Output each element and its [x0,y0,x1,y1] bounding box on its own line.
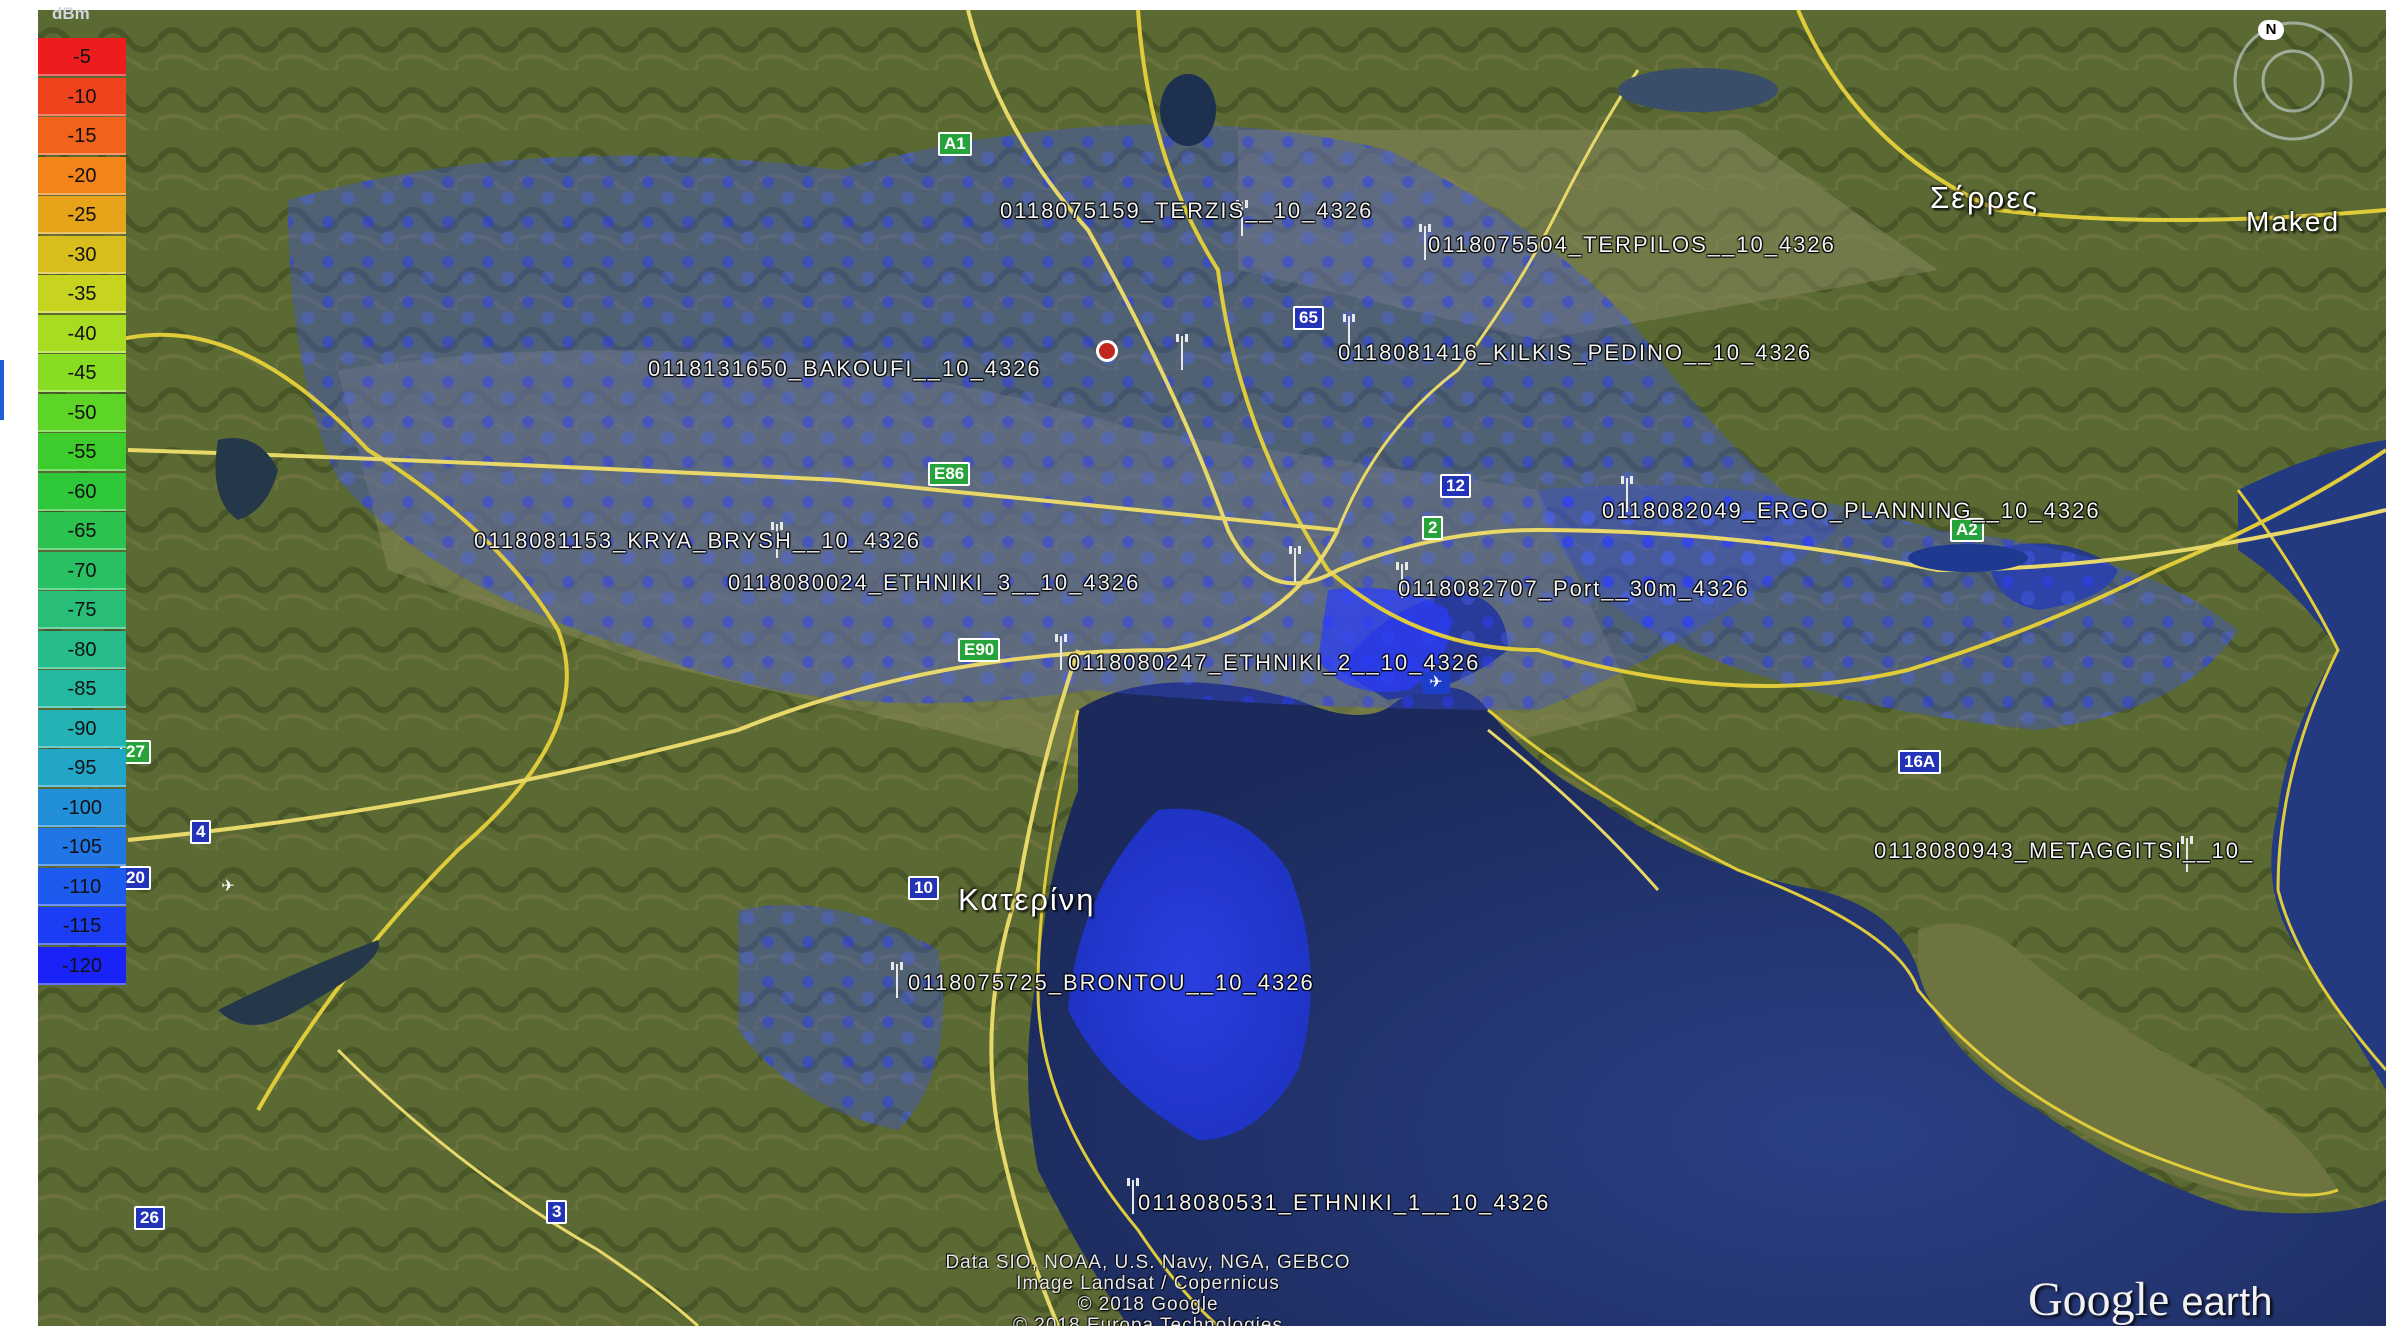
legend-unit: dBm [52,4,90,23]
road-shield-4: 4 [190,820,212,844]
legend-swatch: -50 [38,393,126,432]
antenna-icon[interactable] [1052,630,1070,670]
antenna-icon[interactable] [1173,330,1191,370]
site-label[interactable]: 0118080024_ETHNIKI_3__10_4326 [728,570,1141,595]
site-label[interactable]: 0118082707_Port__30m_4326 [1398,576,1750,601]
site-label[interactable]: 0118131650_BAKOUFI__10_4326 [648,356,1042,381]
attribution-line: Image Landsat / Copernicus [1016,1273,1280,1294]
place-label-serres: Σέρρες [1930,180,2040,215]
legend-swatch: -25 [38,196,126,234]
legend-swatch: -105 [38,828,126,866]
legend-swatch: -80 [38,630,126,669]
legend-swatch: -85 [38,670,126,708]
sidebar-edge [0,360,4,420]
legend-swatch: -100 [38,788,126,827]
antenna-icon[interactable] [2178,832,2196,872]
legend-swatch: -55 [38,433,126,471]
antenna-icon[interactable] [1618,472,1636,512]
satellite-imagery [38,10,2386,1326]
road-shield-16a: 16A [1898,750,1942,774]
legend-swatch: -15 [38,117,126,155]
site-label[interactable]: 0118080943_METAGGITSI__10_ [1874,838,2255,863]
antenna-icon[interactable] [1286,542,1304,582]
antenna-icon[interactable] [1393,558,1411,598]
legend-swatch: -120 [38,946,126,985]
map-view[interactable]: ✈ ✈ A1 65 E86 12 2 A2 E90 16A 27 4 20 10… [38,10,2386,1326]
antenna-icon[interactable] [1233,196,1251,236]
legend-swatch: -70 [38,551,126,590]
signal-legend: dBm -5-10-15-20-25-30-35-40-45-50-55-60-… [38,0,126,1000]
legend-swatch: -10 [38,77,126,116]
legend-swatch: -45 [38,354,126,392]
site-label[interactable]: 0118080531_ETHNIKI_1__10_4326 [1138,1190,1551,1215]
place-label-katerini: Κατερίνη [958,882,1096,917]
legend-swatch: -65 [38,512,126,550]
road-shield-12: 12 [1440,474,1471,498]
legend-swatch: -5 [38,38,126,76]
road-shield-10: 10 [908,876,939,900]
legend-swatch: -30 [38,235,126,274]
antenna-icon[interactable] [1416,220,1434,260]
airport-icon: ✈ [221,878,235,895]
navigation-control-icon[interactable] [2228,16,2358,146]
road-shield-e90: E90 [958,638,1001,662]
road-shield-2: 2 [1422,516,1444,540]
antenna-icon[interactable] [888,958,906,998]
antenna-icon[interactable] [1124,1174,1142,1214]
airport-icon: ✈ [1422,672,1450,694]
place-label-makedonia: Maked [2246,206,2341,237]
road-shield-65: 65 [1293,306,1324,330]
legend-swatch: -60 [38,472,126,511]
legend-swatch: -115 [38,907,126,945]
map-attribution: Data SIO, NOAA, U.S. Navy, NGA, GEBCO Im… [938,1252,1358,1326]
brand-name: Google [2028,1273,2170,1326]
site-label[interactable]: 0118082049_ERGO_PLANNING__10_4326 [1602,498,2101,523]
site-label[interactable]: 0118075159_TERZIS__10_4326 [1000,198,1374,223]
legend-swatch: -95 [38,749,126,787]
antenna-icon[interactable] [1340,310,1358,350]
legend-swatch: -110 [38,867,126,906]
site-label[interactable]: 0118075725_BRONTOU__10_4326 [908,970,1315,995]
site-label[interactable]: 0118081153_KRYA_BRYSH__10_4326 [474,528,921,553]
site-label[interactable]: 0118080247_ETHNIKI_2__10_4326 [1068,650,1481,675]
legend-swatch: -20 [38,156,126,195]
attribution-line: Data SIO, NOAA, U.S. Navy, NGA, GEBCO [945,1252,1351,1273]
road-shield-26: 26 [134,1206,165,1230]
google-earth-logo: Google earth [2028,1272,2272,1326]
road-shield-3: 3 [546,1200,568,1224]
road-shield-e86: E86 [928,462,971,486]
site-label[interactable]: 0118081416_KILKIS_PEDINO__10_4326 [1338,340,1813,365]
attribution-line: © 2018 Europa Technologies [1013,1315,1283,1326]
attribution-line: © 2018 Google [1077,1294,1219,1315]
site-label[interactable]: 0118075504_TERPILOS__10_4326 [1428,232,1836,257]
legend-swatch: -35 [38,275,126,313]
road-shield-a1: A1 [938,132,972,156]
brand-suffix: earth [2181,1280,2273,1324]
north-indicator[interactable]: N [2258,20,2284,40]
legend-swatch: -90 [38,709,126,748]
antenna-icon[interactable] [768,518,786,558]
placemark-pin-icon[interactable] [1096,340,1118,362]
legend-swatch: -40 [38,314,126,353]
road-shield-a2: A2 [1950,518,1984,542]
legend-swatch: -75 [38,591,126,629]
